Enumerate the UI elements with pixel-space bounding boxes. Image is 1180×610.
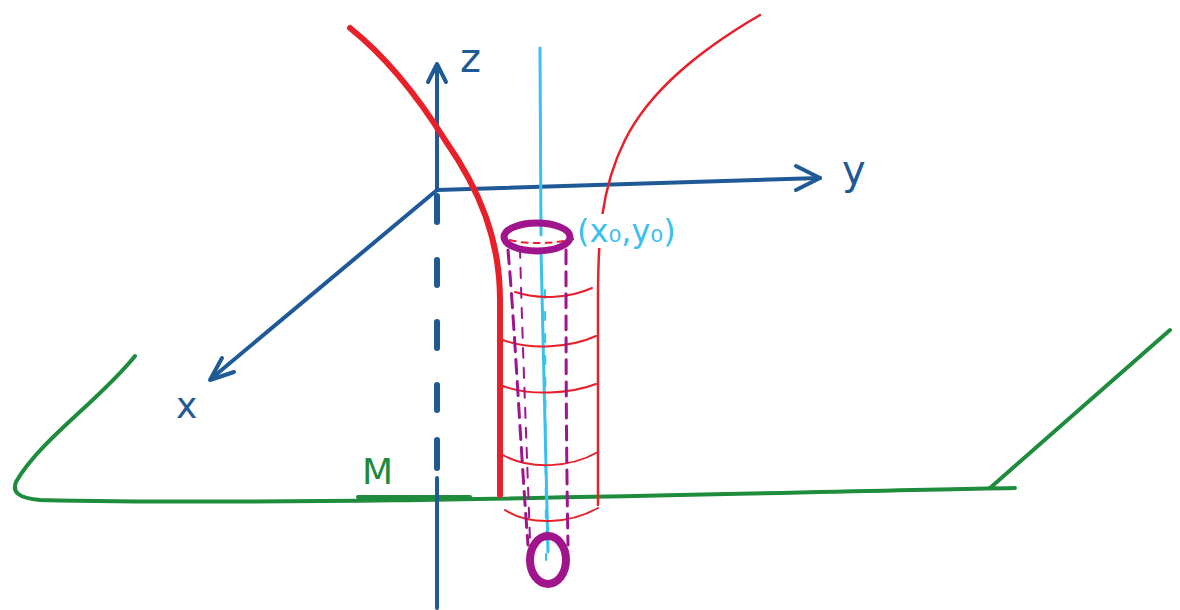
axes	[210, 64, 820, 608]
axis-label: y	[842, 150, 866, 190]
plane-outline	[15, 330, 1170, 502]
axis-label: z	[460, 38, 481, 78]
vertical-line-hidden	[545, 290, 546, 560]
vertical-line	[540, 48, 548, 552]
point-label: (x₀,y₀)	[574, 214, 679, 248]
axis-label: x	[176, 388, 197, 424]
surface-curve	[350, 28, 500, 495]
surface-curve	[598, 15, 760, 505]
plane-label: M	[362, 454, 393, 490]
surface-section-arcs	[503, 232, 600, 521]
tube	[504, 223, 570, 584]
